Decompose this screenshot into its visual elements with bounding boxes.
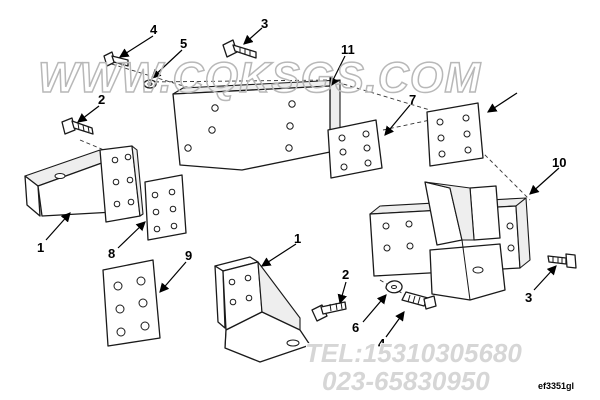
washer-5 (143, 79, 157, 89)
watermark-text: WWW.CQKSGS.COM (38, 54, 481, 102)
callout-2-upper: 2 (98, 92, 105, 107)
washer-6 (385, 280, 403, 294)
watermark-tel: TEL:15310305680 (305, 338, 522, 368)
callout-9: 9 (185, 248, 192, 263)
callout-3-lower: 3 (525, 290, 532, 305)
plate-11 (172, 79, 341, 171)
callout-2-lower: 2 (342, 267, 349, 282)
bolt-4-lower (401, 291, 437, 310)
shim-8 (144, 174, 187, 241)
drawing-reference-code: ef3351gl (538, 381, 574, 391)
callout-5: 5 (180, 36, 187, 51)
callout-4-upper: 4 (150, 22, 158, 37)
callout-3-upper: 3 (261, 16, 268, 31)
callout-1-upper: 1 (37, 240, 44, 255)
shim-9 (102, 259, 161, 347)
bracket-10 (369, 181, 531, 301)
bracket-1-lower (214, 256, 311, 363)
bolt-2-lower (311, 301, 347, 322)
callout-8: 8 (108, 246, 115, 261)
callout-7: 7 (409, 92, 416, 107)
callout-10: 10 (552, 155, 566, 170)
shim-7-center (327, 119, 383, 179)
callouts: 1 1 2 2 3 3 4 4 5 6 7 8 9 10 11 (37, 16, 566, 351)
watermark-phone: 023-65830950 (322, 366, 490, 396)
leader-lines (45, 27, 560, 338)
bolt-3-upper (222, 39, 257, 59)
bolt-2-upper (61, 117, 94, 135)
shim-7-right (426, 102, 484, 167)
bracket-1-upper (24, 145, 144, 223)
callout-11: 11 (341, 42, 355, 57)
callout-6: 6 (352, 320, 359, 335)
callout-4-lower: 4 (378, 336, 386, 351)
callout-1-lower: 1 (294, 231, 301, 246)
bolt-4-upper (103, 51, 129, 67)
bolt-3-lower (547, 253, 577, 269)
